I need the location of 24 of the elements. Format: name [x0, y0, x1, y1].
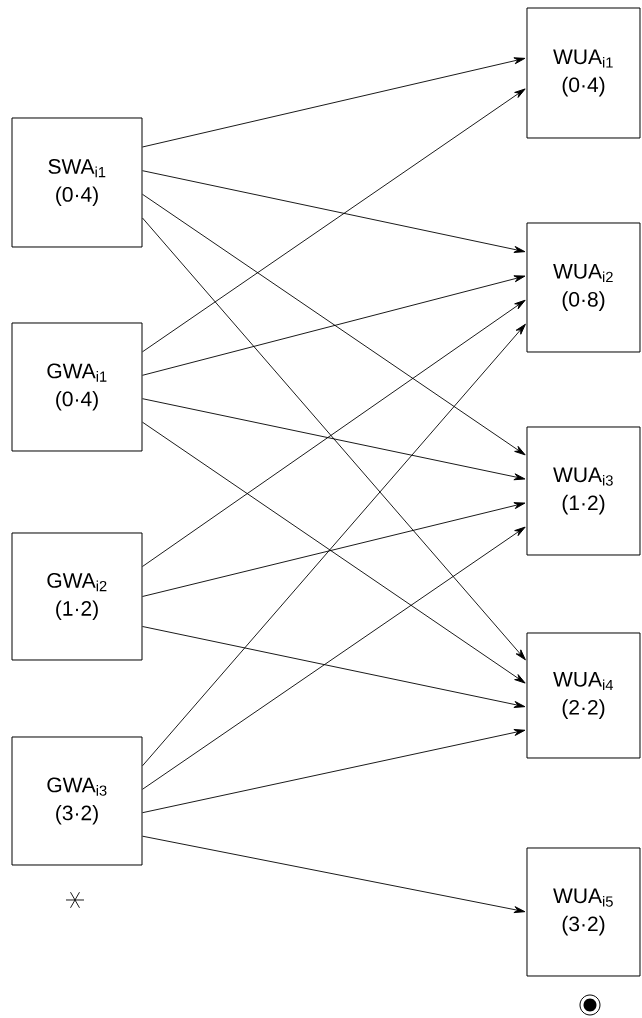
arrow — [142, 729, 526, 814]
arrow — [142, 88, 526, 353]
arrow — [142, 57, 526, 148]
arrow — [142, 626, 526, 708]
arrow — [142, 170, 526, 253]
process-box: GWA$_{i3}$ (3·2) — [11, 736, 143, 866]
process-box: WUA$_{i4}$ (2·2) — [526, 632, 641, 759]
process-box: WUA$_{i3}$ (1·2) — [526, 426, 641, 556]
process-box: WUA$_{i5}$ (3·2) — [526, 847, 641, 977]
arrow — [142, 275, 526, 376]
process-box: WUA$_{i1}$ (0·4) — [526, 7, 641, 139]
arrow — [142, 398, 526, 481]
arrow — [142, 217, 526, 661]
process-box: WUA$_{i2}$ (0·8) — [526, 222, 641, 353]
process-box: SWA$_{i1}$ (0·4) — [11, 117, 143, 248]
arrow — [142, 526, 526, 790]
arrow — [142, 835, 526, 914]
arrow — [142, 502, 526, 597]
process-box: GWA$_{i1}$ (0·4) — [11, 322, 143, 452]
process-box: GWA$_{i2}$ (1·2) — [11, 532, 143, 661]
arrow — [142, 421, 526, 684]
arrow — [142, 323, 526, 767]
arrow — [142, 193, 526, 456]
arrow — [142, 299, 526, 567]
